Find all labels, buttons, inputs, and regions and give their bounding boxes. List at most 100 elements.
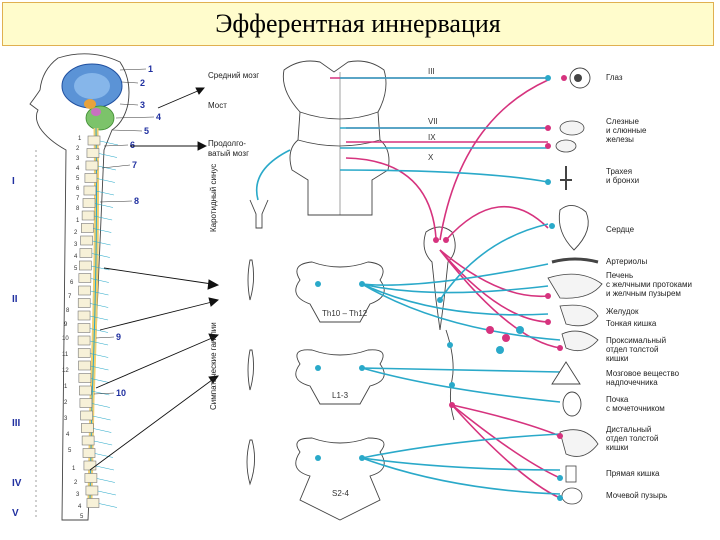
svg-text:3: 3: [64, 416, 68, 422]
num-1: 1: [148, 64, 153, 74]
spinal-nerve: [91, 265, 110, 271]
spinal-nerve: [92, 415, 111, 421]
vertebra: [85, 160, 99, 171]
organ-label-dist-colon-1: Дистальный: [606, 425, 651, 434]
spinal-segment-lumbar: [247, 349, 385, 405]
vertebra: [78, 273, 92, 283]
num-10: 10: [116, 388, 126, 398]
vertebra: [79, 398, 93, 408]
organ-label-kidney-2: с мочеточником: [606, 404, 665, 413]
svg-text:2: 2: [74, 480, 78, 486]
spinal-segment-sacral: [246, 437, 385, 521]
organ-label-dist-colon-2: отдел толстой: [606, 434, 658, 443]
organ-label-heart: Сердце: [606, 225, 635, 234]
label-carotid: Каротидный синус: [209, 164, 218, 232]
svg-text:2: 2: [76, 146, 80, 152]
svg-text:12: 12: [62, 368, 69, 374]
page-title: Эфферентная иннервация: [215, 9, 501, 38]
trachea-icon: [560, 166, 572, 190]
num-4: 4: [156, 112, 161, 122]
spinal-nerve: [92, 240, 111, 246]
segment-label-sacral: S2-4: [332, 489, 349, 498]
spinal-nerve: [96, 178, 115, 183]
stomach-icon: [559, 304, 599, 327]
svg-text:11: 11: [62, 352, 69, 358]
label-pons: Мост: [208, 101, 227, 110]
roman-I: I: [12, 176, 15, 187]
lacrimal-gland-icon: [559, 120, 585, 136]
spinal-nerve: [89, 315, 109, 321]
vertebra: [83, 185, 97, 196]
small-intestine-icon: [561, 330, 599, 352]
svg-text:7: 7: [68, 294, 72, 300]
cn-III: III: [428, 67, 435, 76]
vertebra: [82, 448, 96, 458]
salivary-gland-icon: [555, 139, 577, 153]
adrenal-icon: [551, 361, 581, 385]
spinal-nerve: [89, 340, 109, 346]
svg-text:10: 10: [62, 336, 69, 342]
svg-text:6: 6: [70, 280, 74, 286]
spinal-nerve: [90, 378, 109, 383]
vertebra: [82, 198, 96, 208]
organ-label-trachea-2: и бронхи: [606, 176, 639, 185]
vertebra: [87, 135, 101, 146]
spinal-nerve: [95, 190, 114, 196]
svg-text:5: 5: [80, 514, 84, 520]
organ-label-bladder: Мочевой пузырь: [606, 491, 667, 500]
spinal-nerve: [94, 453, 114, 458]
vertebra: [80, 235, 93, 246]
svg-text:6: 6: [76, 186, 80, 192]
organ-label-rectum: Прямая кишка: [606, 469, 660, 478]
title-banner: Эфферентная иннервация: [2, 2, 714, 46]
svg-text:3: 3: [76, 156, 80, 162]
spinal-nerve: [90, 278, 109, 283]
svg-text:4: 4: [76, 166, 80, 172]
heart-icon: [558, 205, 589, 251]
rectum-icon: [565, 465, 577, 483]
vertebra: [79, 385, 92, 396]
organ-ganglia: [486, 75, 567, 501]
num-7: 7: [132, 160, 137, 170]
roman-IV: IV: [12, 478, 22, 489]
vertebra: [78, 373, 92, 383]
svg-text:3: 3: [76, 492, 80, 498]
num-2: 2: [140, 78, 145, 88]
organ-label-glands-2: и слюнные: [606, 126, 647, 135]
spinal-nerve: [90, 290, 109, 296]
spinal-nerve: [94, 440, 113, 446]
svg-text:8: 8: [76, 206, 80, 212]
kidney-icon: [562, 391, 582, 417]
cn-IX: IX: [428, 133, 436, 142]
spinal-nerve: [96, 478, 115, 483]
organ-label-kidney-1: Почка: [606, 395, 629, 404]
spinal-nerve: [93, 228, 112, 233]
svg-text:9: 9: [64, 322, 68, 328]
vertebra: [77, 323, 91, 333]
svg-text:8: 8: [66, 308, 70, 314]
vertebra: [81, 223, 94, 233]
spinal-nerve: [97, 165, 116, 171]
vertebra: [77, 348, 91, 358]
svg-text:5: 5: [68, 448, 72, 454]
vertebra: [78, 360, 91, 371]
label-medulla-2: ватый мозг: [208, 149, 249, 158]
sympathetic-chain: [445, 329, 455, 421]
spinal-nerve: [98, 503, 118, 508]
svg-text:1: 1: [76, 218, 80, 224]
spinal-nerve: [90, 365, 109, 371]
organ-label-stomach: Желудок: [606, 307, 639, 316]
spinal-nerve: [91, 253, 110, 258]
cn-VII: VII: [428, 117, 438, 126]
segment-label-lumbar: L1-3: [332, 391, 349, 400]
vertebra: [86, 498, 100, 508]
organ-label-arterioles: Артериолы: [606, 257, 647, 266]
svg-text:1: 1: [72, 466, 76, 472]
vertebra: [86, 148, 100, 158]
vertebra: [77, 310, 91, 321]
svg-text:1: 1: [78, 136, 82, 142]
organ-label-prox-colon-2: отдел толстой: [606, 345, 658, 354]
num-9: 9: [116, 332, 121, 342]
spinal-nerve: [99, 140, 119, 146]
